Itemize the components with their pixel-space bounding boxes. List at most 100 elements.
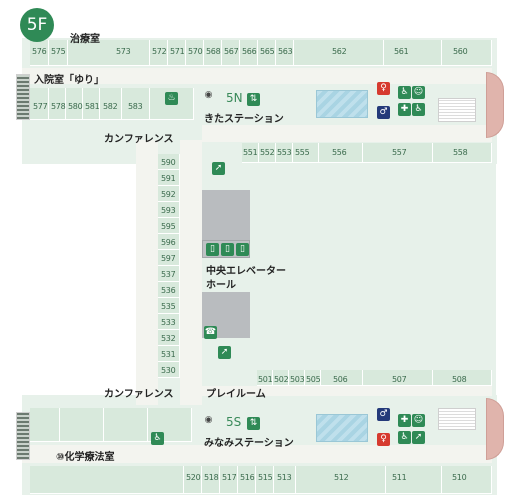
- room-number-561: 561: [394, 47, 409, 56]
- room-503[interactable]: [289, 370, 305, 386]
- room-591[interactable]: [158, 170, 180, 186]
- room-580[interactable]: [66, 88, 83, 120]
- inner-corridor: [180, 140, 202, 405]
- room-number-578: 578: [51, 102, 66, 111]
- room-565[interactable]: [258, 40, 276, 66]
- room-502[interactable]: [273, 370, 289, 386]
- room-number-535: 535: [161, 302, 176, 311]
- room-590[interactable]: [158, 154, 180, 170]
- room-number-553: 553: [277, 148, 292, 157]
- room-511[interactable]: [386, 466, 442, 494]
- room-562[interactable]: [294, 40, 384, 66]
- station-corridor-south: [202, 386, 492, 396]
- room-593[interactable]: [158, 202, 180, 218]
- room-568[interactable]: [204, 40, 222, 66]
- room-513[interactable]: [274, 466, 296, 494]
- elevator-icon-a: ▯: [206, 243, 219, 256]
- north-west-stairs: [16, 74, 30, 120]
- north-station-label: きたステーション: [204, 114, 284, 125]
- room-575[interactable]: [49, 40, 68, 66]
- room-536[interactable]: [158, 282, 180, 298]
- room-517[interactable]: [220, 466, 238, 494]
- conference-upper-label: カンファレンス: [104, 134, 174, 145]
- room-number-567: 567: [224, 47, 239, 56]
- room-number-512: 512: [334, 473, 349, 482]
- room-508[interactable]: [433, 370, 492, 386]
- room-520[interactable]: [184, 466, 202, 494]
- room-583[interactable]: [122, 88, 150, 120]
- wheelchair-icon-south: ♿: [151, 432, 164, 445]
- room-number-563: 563: [278, 47, 293, 56]
- room-number-552: 552: [260, 148, 275, 157]
- central-elevator-label-1: 中央エレベーター: [206, 266, 286, 277]
- room-south-c: [104, 408, 148, 442]
- elevator-icon-south: ⇅: [247, 417, 260, 430]
- room-number-568: 568: [206, 47, 221, 56]
- room-number-510: 510: [452, 473, 467, 482]
- room-577[interactable]: [30, 88, 49, 120]
- room-555[interactable]: [293, 143, 319, 163]
- room-512[interactable]: [296, 466, 386, 494]
- room-561[interactable]: [384, 40, 442, 66]
- room-552[interactable]: [259, 143, 276, 163]
- room-566[interactable]: [240, 40, 258, 66]
- room-557[interactable]: [363, 143, 433, 163]
- room-592[interactable]: [158, 186, 180, 202]
- phone-icon: ☎: [204, 326, 217, 339]
- room-572[interactable]: [150, 40, 168, 66]
- room-506[interactable]: [321, 370, 363, 386]
- room-505[interactable]: [305, 370, 321, 386]
- ostomate-icon-south: ✚: [398, 414, 411, 427]
- room-595[interactable]: [158, 218, 180, 234]
- room-number-558: 558: [453, 148, 468, 157]
- room-number-592: 592: [161, 190, 176, 199]
- room-516[interactable]: [238, 466, 256, 494]
- room-556[interactable]: [319, 143, 363, 163]
- emergency-exit-icon-south: ➚: [412, 431, 425, 444]
- room-535[interactable]: [158, 298, 180, 314]
- room-532[interactable]: [158, 330, 180, 346]
- room-576[interactable]: [30, 40, 49, 66]
- room-number-536: 536: [161, 286, 176, 295]
- room-571[interactable]: [168, 40, 186, 66]
- room-530[interactable]: [158, 362, 180, 378]
- room-582[interactable]: [100, 88, 122, 120]
- room-573[interactable]: [68, 40, 150, 66]
- room-578[interactable]: [49, 88, 66, 120]
- room-south-b: [60, 408, 104, 442]
- room-553[interactable]: [276, 143, 293, 163]
- room-563[interactable]: [276, 40, 294, 66]
- room-596[interactable]: [158, 234, 180, 250]
- room-551[interactable]: [242, 143, 259, 163]
- conference-lower-label: カンファレンス: [104, 389, 174, 400]
- room-number-581: 581: [85, 102, 100, 111]
- room-number-596: 596: [161, 238, 176, 247]
- chemo-room-label: ⑩化学療法室: [56, 452, 115, 463]
- room-560[interactable]: [442, 40, 492, 66]
- room-537[interactable]: [158, 266, 180, 282]
- room-507[interactable]: [363, 370, 433, 386]
- room-515[interactable]: [256, 466, 274, 494]
- room-number-565: 565: [260, 47, 275, 56]
- room-number-590: 590: [161, 158, 176, 167]
- treatment-room-label: 治療室: [70, 34, 100, 45]
- room-number-511: 511: [392, 473, 407, 482]
- room-number-532: 532: [161, 334, 176, 343]
- room-501[interactable]: [257, 370, 273, 386]
- elevator-icon: ⇅: [247, 93, 260, 106]
- room-number-533: 533: [161, 318, 176, 327]
- room-south-e: [30, 466, 184, 494]
- room-581[interactable]: [83, 88, 100, 120]
- room-531[interactable]: [158, 346, 180, 362]
- room-number-503: 503: [290, 375, 305, 384]
- room-518[interactable]: [202, 466, 220, 494]
- south-corridor: [22, 445, 492, 463]
- room-558[interactable]: [433, 143, 492, 163]
- room-597[interactable]: [158, 250, 180, 266]
- room-570[interactable]: [186, 40, 204, 66]
- room-533[interactable]: [158, 314, 180, 330]
- room-510[interactable]: [442, 466, 492, 494]
- room-567[interactable]: [222, 40, 240, 66]
- room-number-520: 520: [186, 473, 201, 482]
